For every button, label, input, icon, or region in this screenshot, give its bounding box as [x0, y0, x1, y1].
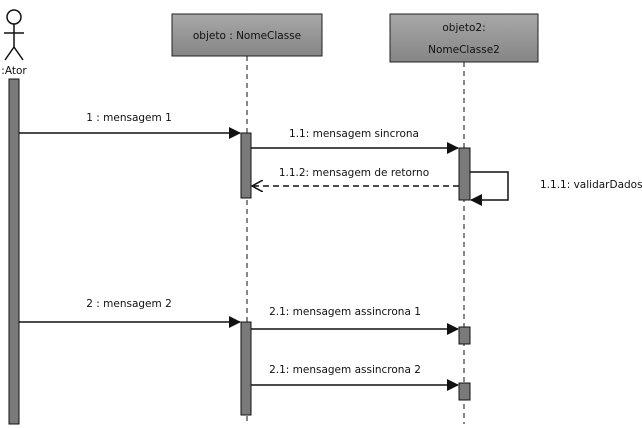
message-1-label: 1 : mensagem 1 [86, 112, 172, 124]
lifeline-1-activation-2 [240, 321, 252, 416]
message-2-label: 2 : mensagem 2 [86, 298, 172, 310]
message-1-1-1-arrow [470, 171, 509, 206]
actor-head [6, 9, 22, 25]
lifeline-1-activation-1 [240, 132, 252, 199]
lifeline-2-activation-1 [458, 147, 471, 201]
message-2-1-async-2-label: 2.1: mensagem assincrona 2 [269, 364, 421, 376]
actor-right-leg [13, 46, 24, 61]
actor-figure [4, 9, 24, 61]
actor-activation-bar [8, 78, 20, 425]
lifeline-2-activation-3 [458, 382, 471, 401]
lifeline-2-label-line1: objeto2: [442, 22, 485, 34]
lifeline-1-label: objeto : NomeClasse [193, 30, 301, 42]
lifeline-1-header [171, 13, 323, 57]
lifeline-2-label-line2: NomeClasse2 [428, 44, 500, 56]
actor-left-leg [4, 46, 15, 61]
message-1-1-1-label: 1.1.1: validarDados() [540, 179, 642, 191]
message-1-1-label: 1.1: mensagem sincrona [289, 128, 419, 140]
lifeline-2-activation-2 [458, 326, 471, 345]
message-1-1-2-label: 1.1.2: mensagem de retorno [279, 167, 429, 179]
message-2-1-async-1-label: 2.1: mensagem assincrona 1 [269, 306, 421, 318]
actor-label: :Ator [1, 65, 27, 77]
